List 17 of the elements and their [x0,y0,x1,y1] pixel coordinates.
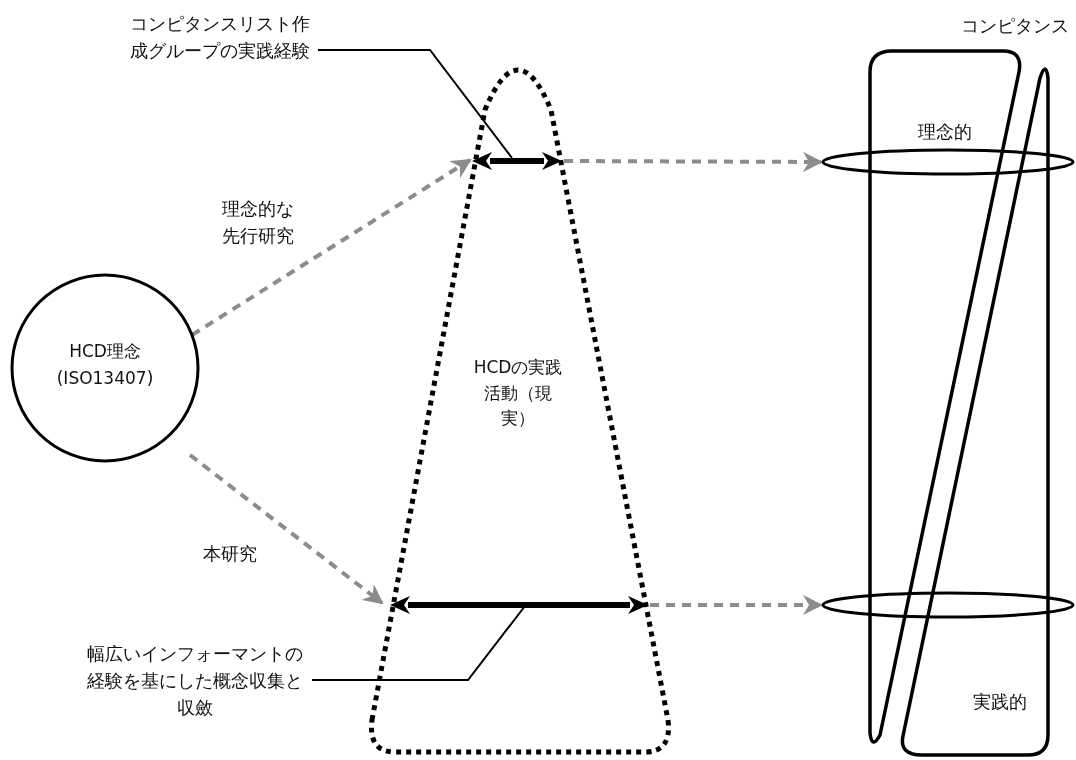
ring-ellipse [821,591,1075,619]
column-heading: コンピタンス [960,14,1070,38]
node-label: 実践的 [972,690,1028,714]
leader-line [311,605,526,681]
dashed-arrow [190,158,472,337]
circle-node [10,273,200,463]
node-label: HCD理念 (ISO13407) [55,340,155,391]
dashed-arrow [650,595,823,615]
ring-ellipse [821,148,1075,176]
double-arrow [472,152,562,170]
dashed-arrow [188,453,384,605]
leader-line [317,49,513,159]
node-label: 理念的 [917,120,973,144]
note-text: 幅広いインフォーマントの経験を基にした概念収集と収斂 [86,642,304,720]
node-label: HCDの実践活動（現実） [473,356,563,430]
note-text: コンピタンスリスト作成グループの実践経験 [129,12,311,63]
dashed-arrow [564,151,823,172]
